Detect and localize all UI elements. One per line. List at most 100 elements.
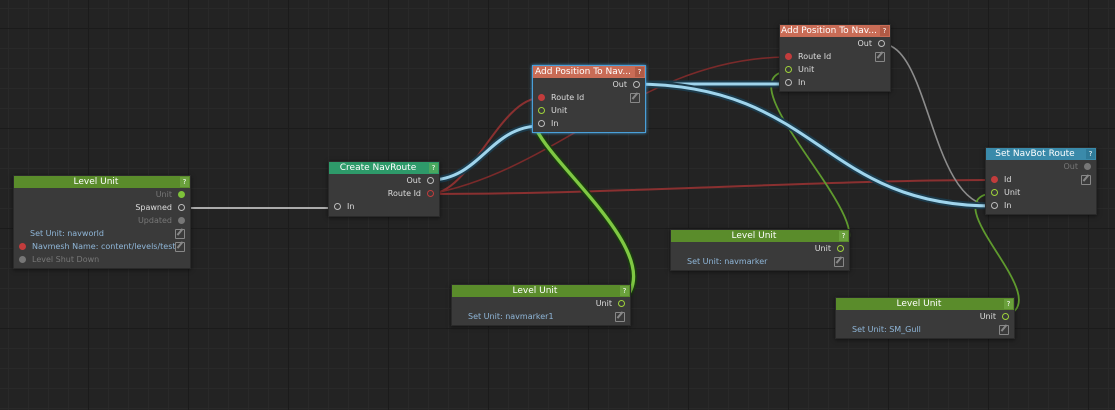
input-in: In (986, 199, 1096, 212)
node-header[interactable]: Level Unit ? (671, 230, 849, 242)
help-icon[interactable]: ? (880, 26, 889, 36)
pin-label: Out (406, 176, 421, 185)
node-title: Level Unit (896, 299, 942, 309)
pin-label: Out (857, 39, 872, 48)
input-pin-icon[interactable] (991, 189, 998, 196)
input-pin-icon[interactable] (538, 107, 545, 114)
add-position-node-2[interactable]: Add Position To Nav... ? Out Route Id Un… (779, 24, 891, 92)
input-pin-icon[interactable] (334, 203, 341, 210)
node-header[interactable]: Level Unit ? (452, 285, 630, 297)
pin-label: Unit (595, 299, 612, 308)
pin-label: Unit (798, 65, 815, 74)
output-out: Out (329, 174, 439, 187)
pin-label: Unit (814, 244, 831, 253)
output-pin-icon[interactable] (1084, 163, 1091, 170)
input-pin-icon[interactable] (538, 94, 545, 101)
output-unit: Unit (14, 188, 190, 201)
edit-icon[interactable] (875, 52, 885, 62)
output-unit: Unit (452, 297, 630, 310)
input-id: Id (986, 173, 1096, 186)
event-level-shut-down: Level Shut Down (14, 253, 190, 266)
level-unit-node-navmarker[interactable]: Level Unit ? Unit Set Unit: navmarker (670, 229, 850, 271)
input-pin-icon[interactable] (19, 256, 26, 263)
input-pin-icon[interactable] (991, 176, 998, 183)
output-pin-icon[interactable] (878, 40, 885, 47)
property-set-unit[interactable]: Set Unit: navmarker (671, 255, 849, 268)
property-text: Set Unit: SM_Gull (852, 325, 921, 334)
output-pin-icon[interactable] (427, 190, 434, 197)
node-header[interactable]: Level Unit ? (14, 176, 190, 188)
wire-add1-out-to-setnav-in (632, 82, 995, 208)
input-unit: Unit (780, 63, 890, 76)
output-updated: Updated (14, 214, 190, 227)
node-header[interactable]: Set NavBot Route ? (986, 148, 1096, 160)
help-icon[interactable]: ? (839, 231, 848, 241)
output-pin-icon[interactable] (1002, 313, 1009, 320)
input-pin-icon[interactable] (785, 53, 792, 60)
property-set-unit[interactable]: Set Unit: SM_Gull (836, 323, 1014, 336)
wire-routeid-to-setnav (429, 179, 994, 195)
edit-icon[interactable] (175, 242, 185, 252)
add-position-node-1[interactable]: Add Position To Nav... ? Out Route Id Un… (532, 65, 646, 133)
node-title: Set NavBot Route (995, 149, 1075, 159)
property-navmesh-name[interactable]: Navmesh Name: content/levels/test (14, 240, 190, 253)
output-unit: Unit (836, 310, 1014, 323)
edit-icon[interactable] (615, 312, 625, 322)
level-unit-node-main[interactable]: Level Unit ? Unit Spawned Updated Set Un… (13, 175, 191, 269)
create-navroute-node[interactable]: Create NavRoute ? Out Route Id In (328, 161, 440, 217)
help-icon[interactable]: ? (635, 67, 644, 77)
output-out: Out (986, 160, 1096, 173)
output-pin-icon[interactable] (178, 204, 185, 211)
input-pin-icon[interactable] (991, 202, 998, 209)
output-out: Out (780, 37, 890, 50)
edit-icon[interactable] (175, 229, 185, 239)
pin-label: In (798, 78, 806, 87)
wire-add2-out-to-setnav (881, 43, 994, 207)
node-header[interactable]: Create NavRoute ? (329, 162, 439, 174)
wire-navmarker1-to-add1-glow (532, 110, 636, 304)
node-title: Level Unit (512, 286, 558, 296)
input-in: In (533, 117, 645, 130)
help-icon[interactable]: ? (1004, 299, 1013, 309)
level-unit-node-navmarker1[interactable]: Level Unit ? Unit Set Unit: navmarker1 (451, 284, 631, 326)
output-pin-icon[interactable] (837, 245, 844, 252)
edit-icon[interactable] (834, 257, 844, 267)
pin-label: Unit (551, 106, 568, 115)
output-pin-icon[interactable] (633, 81, 640, 88)
edit-icon[interactable] (1081, 175, 1091, 185)
help-icon[interactable]: ? (180, 177, 189, 187)
pin-label: Unit (1004, 188, 1021, 197)
output-pin-icon[interactable] (427, 177, 434, 184)
node-title: Add Position To Nav... (535, 67, 631, 77)
edit-icon[interactable] (999, 325, 1009, 335)
help-icon[interactable]: ? (1086, 149, 1095, 159)
node-header[interactable]: Add Position To Nav... ? (533, 66, 645, 78)
node-header[interactable]: Add Position To Nav... ? (780, 25, 890, 37)
output-route-id: Route Id (329, 187, 439, 200)
output-unit: Unit (671, 242, 849, 255)
input-pin-icon[interactable] (538, 120, 545, 127)
input-pin-icon[interactable] (785, 79, 792, 86)
output-pin-icon[interactable] (178, 191, 185, 198)
output-pin-icon[interactable] (178, 217, 185, 224)
input-route-id: Route Id (533, 91, 645, 104)
input-pin-icon[interactable] (785, 66, 792, 73)
node-title: Level Unit (731, 231, 777, 241)
pin-label: Unit (979, 312, 996, 321)
property-set-unit[interactable]: Set Unit: navworld (14, 227, 190, 240)
input-pin-icon[interactable] (19, 243, 26, 250)
level-unit-node-gull[interactable]: Level Unit ? Unit Set Unit: SM_Gull (835, 297, 1015, 339)
set-navbot-route-node[interactable]: Set NavBot Route ? Out Id Unit In (985, 147, 1097, 215)
node-header[interactable]: Level Unit ? (836, 298, 1014, 310)
pin-label: Spawned (135, 203, 172, 212)
property-text: Set Unit: navmarker1 (468, 312, 554, 321)
property-set-unit[interactable]: Set Unit: navmarker1 (452, 310, 630, 323)
edit-icon[interactable] (630, 93, 640, 103)
output-pin-icon[interactable] (618, 300, 625, 307)
pin-label: Route Id (387, 189, 421, 198)
help-icon[interactable]: ? (429, 163, 438, 173)
help-icon[interactable]: ? (620, 286, 629, 296)
node-title: Create NavRoute (339, 163, 417, 173)
